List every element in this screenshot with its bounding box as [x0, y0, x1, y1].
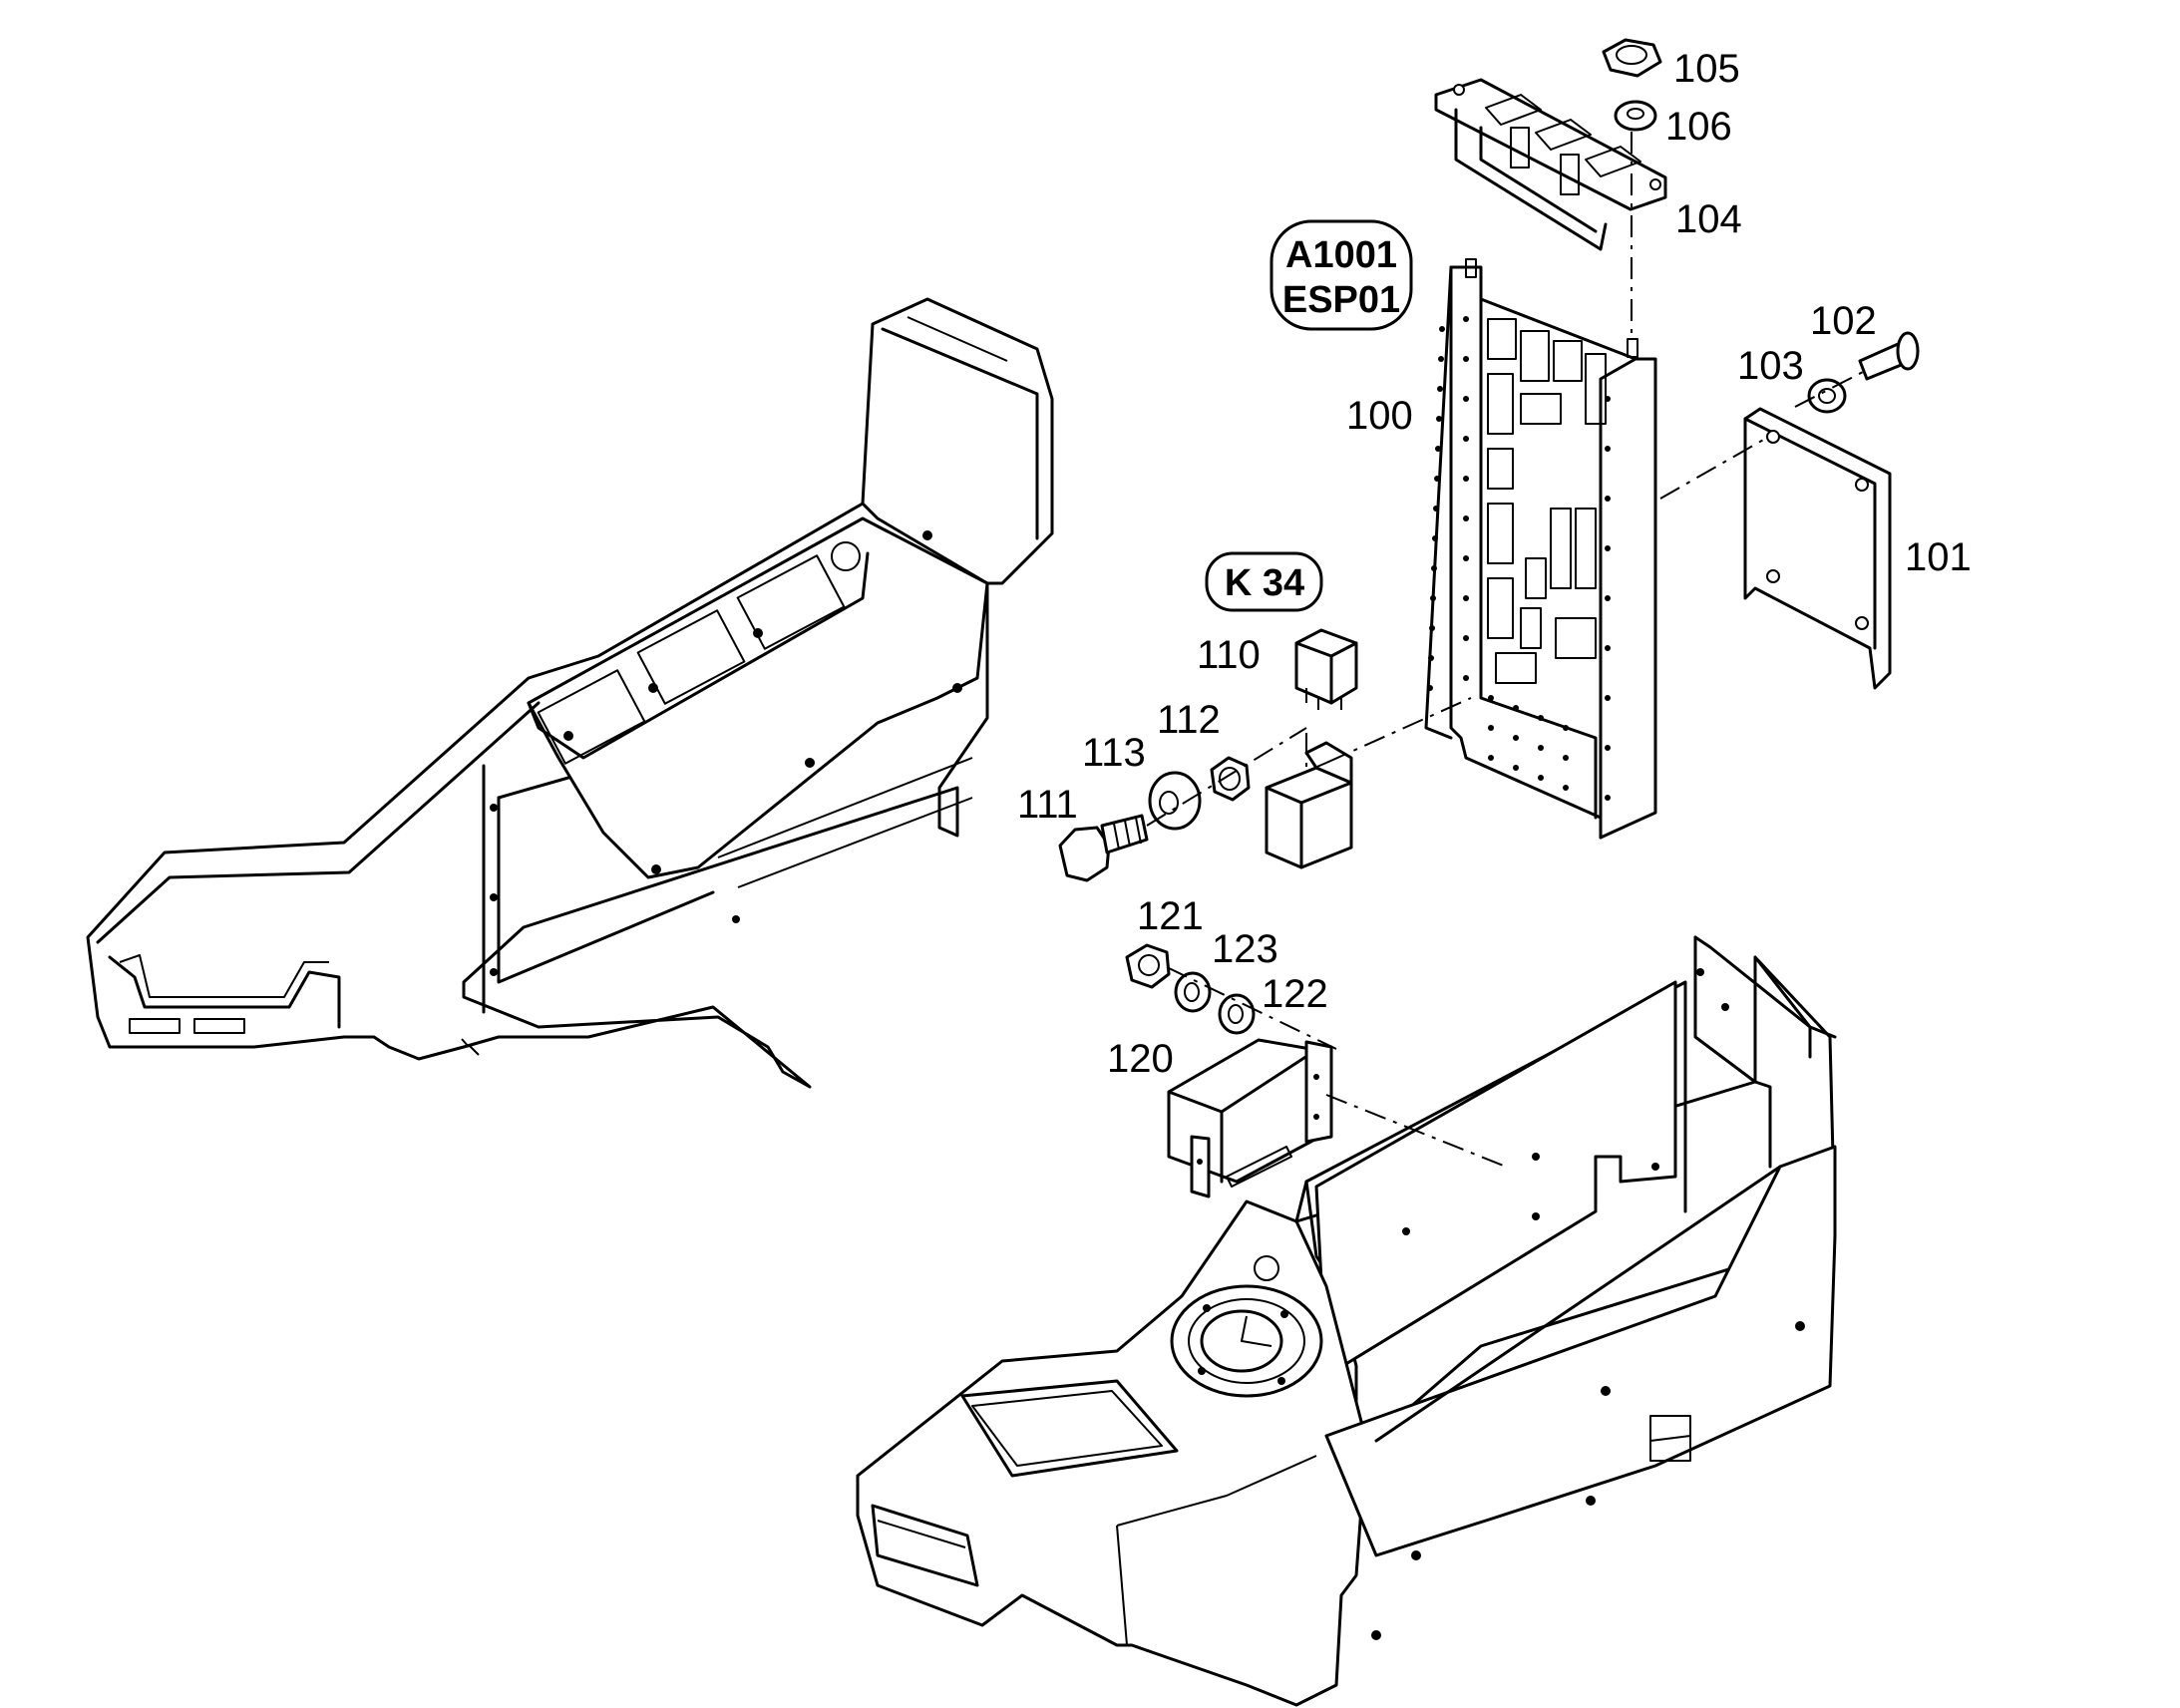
label-120: 120	[1107, 1037, 1174, 1081]
label-122: 122	[1262, 972, 1328, 1016]
bolt-111	[1058, 814, 1149, 882]
label-111: 111	[1017, 783, 1078, 827]
relay-tag: K 34	[1205, 551, 1323, 612]
label-100: 100	[1346, 394, 1413, 438]
relay-110	[1294, 628, 1358, 710]
module-tag: A1001 ESP01	[1270, 219, 1413, 331]
module-100	[1424, 258, 1657, 840]
screw-102	[1858, 331, 1920, 381]
nut-121	[1125, 943, 1171, 989]
relay-holder	[1265, 741, 1353, 869]
label-103: 103	[1737, 344, 1804, 388]
label-105: 105	[1673, 47, 1740, 91]
washer-113	[1148, 771, 1202, 831]
part-numbers: 105 106 104 102 103 100 101 110 112 113 …	[1017, 47, 1972, 1081]
relay-tag-text: K 34	[1225, 562, 1304, 604]
label-113: 113	[1082, 731, 1146, 775]
nut-105	[1602, 38, 1662, 78]
module-tag-line1: A1001	[1285, 234, 1397, 276]
washer-106	[1614, 100, 1657, 132]
label-110: 110	[1197, 633, 1261, 677]
right-console-base	[856, 935, 1837, 1707]
label-106: 106	[1665, 105, 1732, 149]
cover-plate-101	[1743, 407, 1892, 690]
assembly-lines	[1146, 132, 1866, 1168]
nut-112	[1210, 756, 1251, 802]
label-112: 112	[1157, 698, 1221, 742]
module-perforation	[1427, 316, 1611, 801]
label-123: 123	[1212, 927, 1278, 971]
control-unit-120	[1167, 1038, 1333, 1198]
label-104: 104	[1675, 197, 1742, 241]
washer-122	[1218, 993, 1256, 1035]
washer-123	[1174, 971, 1212, 1013]
label-121: 121	[1137, 894, 1204, 938]
washer-103	[1807, 378, 1847, 414]
switch-bracket-104	[1434, 78, 1667, 251]
left-console-cover	[86, 297, 1054, 1089]
label-101: 101	[1905, 535, 1972, 579]
label-102: 102	[1810, 299, 1877, 343]
module-tag-line2: ESP01	[1282, 279, 1400, 321]
